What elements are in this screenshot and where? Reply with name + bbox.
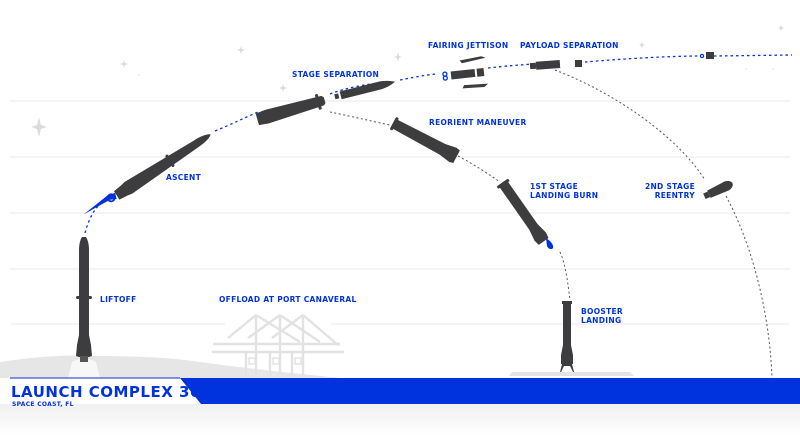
star-dot bbox=[138, 74, 140, 76]
page-title: LAUNCH COMPLEX 36 bbox=[11, 383, 201, 401]
ground bbox=[0, 355, 340, 378]
star-dot bbox=[772, 68, 774, 70]
label-line: LANDING bbox=[581, 316, 622, 325]
rocket-landing-burn bbox=[497, 178, 549, 245]
label-liftoff: LIFTOFF bbox=[100, 295, 137, 304]
label-line: LANDING BURN bbox=[530, 191, 599, 200]
label-payload-separation: PAYLOAD SEPARATION bbox=[520, 41, 619, 50]
star-icon bbox=[237, 46, 245, 54]
page-subtitle: SPACE COAST, FL bbox=[12, 401, 74, 408]
rocket-booster-landing bbox=[560, 301, 574, 372]
label-reorient-maneuver: REORIENT MANEUVER bbox=[429, 118, 527, 127]
label-second-stage-reentry: 2ND STAGE REENTRY bbox=[640, 182, 695, 200]
rocket-reorient bbox=[390, 117, 460, 164]
payload bbox=[575, 60, 582, 67]
ascent-trajectory bbox=[84, 54, 793, 234]
star-icon bbox=[31, 117, 47, 137]
star-icon bbox=[394, 52, 402, 62]
payload-orbit bbox=[699, 52, 714, 59]
label-line: 2ND STAGE bbox=[644, 182, 695, 191]
label-offload-port-canaveral: OFFLOAD AT PORT CANAVERAL bbox=[219, 295, 357, 304]
label-line: BOOSTER bbox=[581, 307, 623, 316]
rocket-stage-separation-first bbox=[255, 94, 326, 126]
exhaust-glow bbox=[68, 358, 100, 378]
label-fairing-jettison: FAIRING JETTISON bbox=[428, 41, 509, 50]
landing-pad bbox=[509, 372, 634, 376]
grid-lines bbox=[10, 100, 790, 325]
landing-burn-flame bbox=[546, 238, 554, 250]
star-icon bbox=[120, 60, 128, 68]
label-stage-separation: STAGE SEPARATION bbox=[292, 70, 380, 79]
first-stage-return-path bbox=[329, 111, 571, 301]
star-icon bbox=[778, 25, 784, 31]
star-icon bbox=[279, 84, 287, 92]
label-line: 1ST STAGE bbox=[530, 182, 579, 191]
second-stage-reentry-path bbox=[554, 69, 773, 379]
label-line: REENTRY bbox=[654, 191, 695, 200]
rocket-ascent bbox=[83, 134, 211, 215]
footer-band bbox=[180, 378, 800, 404]
rocket-second-stage-reentry bbox=[703, 180, 733, 200]
port-crane bbox=[212, 313, 344, 376]
rocket-stage-separation-second bbox=[334, 80, 395, 100]
star-icon bbox=[639, 42, 645, 48]
rocket-liftoff bbox=[76, 237, 92, 362]
label-booster-landing: BOOSTER LANDING bbox=[581, 307, 623, 325]
rocket-payload-separation bbox=[529, 60, 561, 70]
rocket-fairing-jettison bbox=[442, 56, 489, 89]
star-dot bbox=[745, 68, 747, 70]
stars bbox=[31, 25, 784, 137]
label-landing-burn: 1ST STAGE LANDING BURN bbox=[530, 182, 598, 200]
label-ascent: ASCENT bbox=[166, 173, 202, 182]
